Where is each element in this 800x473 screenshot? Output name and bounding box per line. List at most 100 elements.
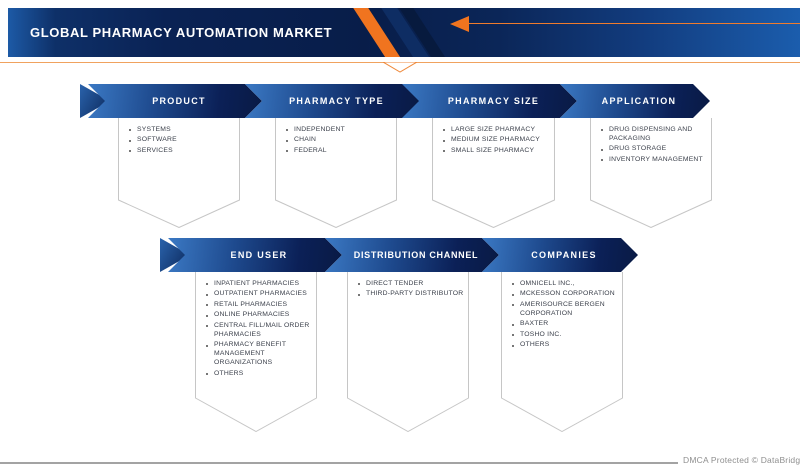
bullet-dot-icon xyxy=(512,344,514,347)
list-item-label: MEDIUM SIZE PHARMACY xyxy=(451,136,540,144)
pennant-outline xyxy=(432,118,555,228)
list-item-label: LARGE SIZE PHARMACY xyxy=(451,126,536,133)
segment-band-companies: COMPANIES xyxy=(482,238,638,272)
list-item-label: THIRD-PARTY DISTRIBUTOR xyxy=(366,290,464,298)
header-rule-line xyxy=(468,23,800,24)
pennant-outline xyxy=(347,272,469,432)
bullet-dot-icon xyxy=(358,293,360,296)
list-item-label: CENTRAL FILL/MAIL ORDER PHARMACIES xyxy=(214,321,310,338)
bullet-dot-icon xyxy=(512,323,514,326)
pennant-outline xyxy=(501,272,623,432)
list-item: DIRECT TENDER xyxy=(357,280,466,289)
list-item: DRUG STORAGE xyxy=(600,145,709,154)
list-item-label: INDEPENDENT xyxy=(294,126,345,133)
list-item: THIRD-PARTY DISTRIBUTOR xyxy=(357,290,466,299)
segment-item-list: INPATIENT PHARMACIES OUTPATIENT PHARMACIE… xyxy=(205,280,314,380)
list-item-label: OUTPATIENT PHARMACIES xyxy=(214,290,307,298)
bullet-dot-icon xyxy=(206,293,208,296)
list-item-label: INVENTORY MANAGEMENT xyxy=(609,155,703,163)
segment-box-pharmacy-size: LARGE SIZE PHARMACY MEDIUM SIZE PHARMACY S… xyxy=(432,118,555,228)
list-item-label: BAXTER xyxy=(520,320,549,328)
list-item-label: OTHERS xyxy=(520,341,550,349)
segment-item-list: LARGE SIZE PHARMACY MEDIUM SIZE PHARMACY S… xyxy=(442,126,552,157)
segment-item-list: SYSTEMS SOFTWARE SERVICES xyxy=(128,126,237,157)
bullet-dot-icon xyxy=(443,139,445,142)
list-item-label: SMALL SIZE PHARMACY xyxy=(451,146,535,154)
list-item-label: DIRECT TENDER xyxy=(366,280,424,287)
bullet-dot-icon xyxy=(206,373,208,376)
list-item-label: DRUG STORAGE xyxy=(609,145,667,153)
list-item: SMALL SIZE PHARMACY xyxy=(442,147,552,156)
list-item-label: SOFTWARE xyxy=(137,136,177,144)
bullet-dot-icon xyxy=(206,325,208,328)
list-item-label: CHAIN xyxy=(294,136,317,144)
list-item: INPATIENT PHARMACIES xyxy=(205,280,314,289)
pennant-outline xyxy=(195,272,317,432)
segment-label: COMPANIES xyxy=(531,250,597,260)
segment-band-pharmacy-type: PHARMACY TYPE xyxy=(245,84,420,118)
segment-item-list: DIRECT TENDER THIRD-PARTY DISTRIBUTOR xyxy=(357,280,466,301)
segment-label: DISTRIBUTION CHANNEL xyxy=(353,250,479,260)
list-item: FEDERAL xyxy=(285,147,394,156)
bullet-dot-icon xyxy=(286,150,288,153)
list-item: LARGE SIZE PHARMACY xyxy=(442,126,552,135)
bullet-dot-icon xyxy=(129,150,131,153)
list-item-label: RETAIL PHARMACIES xyxy=(214,300,288,308)
bullet-dot-icon xyxy=(601,148,603,151)
list-item-label: INPATIENT PHARMACIES xyxy=(214,280,300,287)
segment-band-pharmacy-size: PHARMACY SIZE xyxy=(402,84,577,118)
segment-label: PHARMACY SIZE xyxy=(447,96,540,106)
list-item: DRUG DISPENSING AND PACKAGING xyxy=(600,126,709,144)
bullet-dot-icon xyxy=(443,150,445,153)
pennant-outline xyxy=(590,118,712,228)
bullet-dot-icon xyxy=(601,159,603,162)
bullet-dot-icon xyxy=(206,283,208,286)
bullet-dot-icon xyxy=(512,293,514,296)
bullet-dot-icon xyxy=(512,334,514,337)
segment-band-application: APPLICATION xyxy=(560,84,710,118)
segment-item-list: INDEPENDENT CHAIN FEDERAL xyxy=(285,126,394,157)
segment-band-end-user: END USER xyxy=(168,238,342,272)
segment-box-pharmacy-type: INDEPENDENT CHAIN FEDERAL xyxy=(275,118,397,228)
chevron-down-notch-icon xyxy=(383,62,417,73)
list-item: INVENTORY MANAGEMENT xyxy=(600,156,709,165)
page-title: GLOBAL PHARMACY AUTOMATION MARKET xyxy=(30,25,333,40)
pennant-outline xyxy=(275,118,397,228)
segment-band-product: PRODUCT xyxy=(88,84,262,118)
list-item-label: MCKESSON CORPORATION xyxy=(520,290,615,298)
bullet-dot-icon xyxy=(286,139,288,142)
segment-box-end-user: INPATIENT PHARMACIES OUTPATIENT PHARMACIE… xyxy=(195,272,317,432)
list-item-label: SYSTEMS xyxy=(137,126,171,133)
segment-label: END USER xyxy=(230,250,288,260)
segment-label: APPLICATION xyxy=(601,96,677,106)
bullet-dot-icon xyxy=(206,314,208,317)
list-item: MCKESSON CORPORATION xyxy=(511,290,620,299)
segment-item-list: OMNICELL INC.,MCKESSON CORPORATION AMERIS… xyxy=(511,280,620,352)
segment-label: PHARMACY TYPE xyxy=(289,96,384,106)
list-item-label: OTHERS xyxy=(214,369,244,377)
list-item: CENTRAL FILL/MAIL ORDER PHARMACIES xyxy=(205,322,314,340)
list-item: OMNICELL INC., xyxy=(511,280,620,289)
footer-watermark: DMCA Protected © DataBridge xyxy=(683,455,800,465)
list-item: BAXTER xyxy=(511,320,620,329)
list-item: AMERISOURCE BERGEN CORPORATION xyxy=(511,301,620,319)
segment-box-product: SYSTEMS SOFTWARE SERVICES xyxy=(118,118,240,228)
segment-item-list: DRUG DISPENSING AND PACKAGING DRUG STORAG… xyxy=(600,126,709,166)
list-item: OTHERS xyxy=(205,370,314,379)
bullet-dot-icon xyxy=(206,344,208,347)
list-item-label: FEDERAL xyxy=(294,146,327,154)
list-item: RETAIL PHARMACIES xyxy=(205,301,314,310)
list-item: SYSTEMS xyxy=(128,126,237,135)
list-item-label: TOSHO INC. xyxy=(520,330,562,338)
bullet-dot-icon xyxy=(512,283,514,286)
list-item: SOFTWARE xyxy=(128,136,237,145)
bullet-dot-icon xyxy=(443,129,445,132)
bullet-dot-icon xyxy=(512,304,514,307)
list-item-label: SERVICES xyxy=(137,146,173,154)
header-banner: GLOBAL PHARMACY AUTOMATION MARKET xyxy=(8,8,800,57)
segment-label: PRODUCT xyxy=(152,96,206,106)
list-item-label: DRUG DISPENSING AND PACKAGING xyxy=(609,126,693,142)
bullet-dot-icon xyxy=(206,304,208,307)
bullet-dot-icon xyxy=(129,129,131,132)
